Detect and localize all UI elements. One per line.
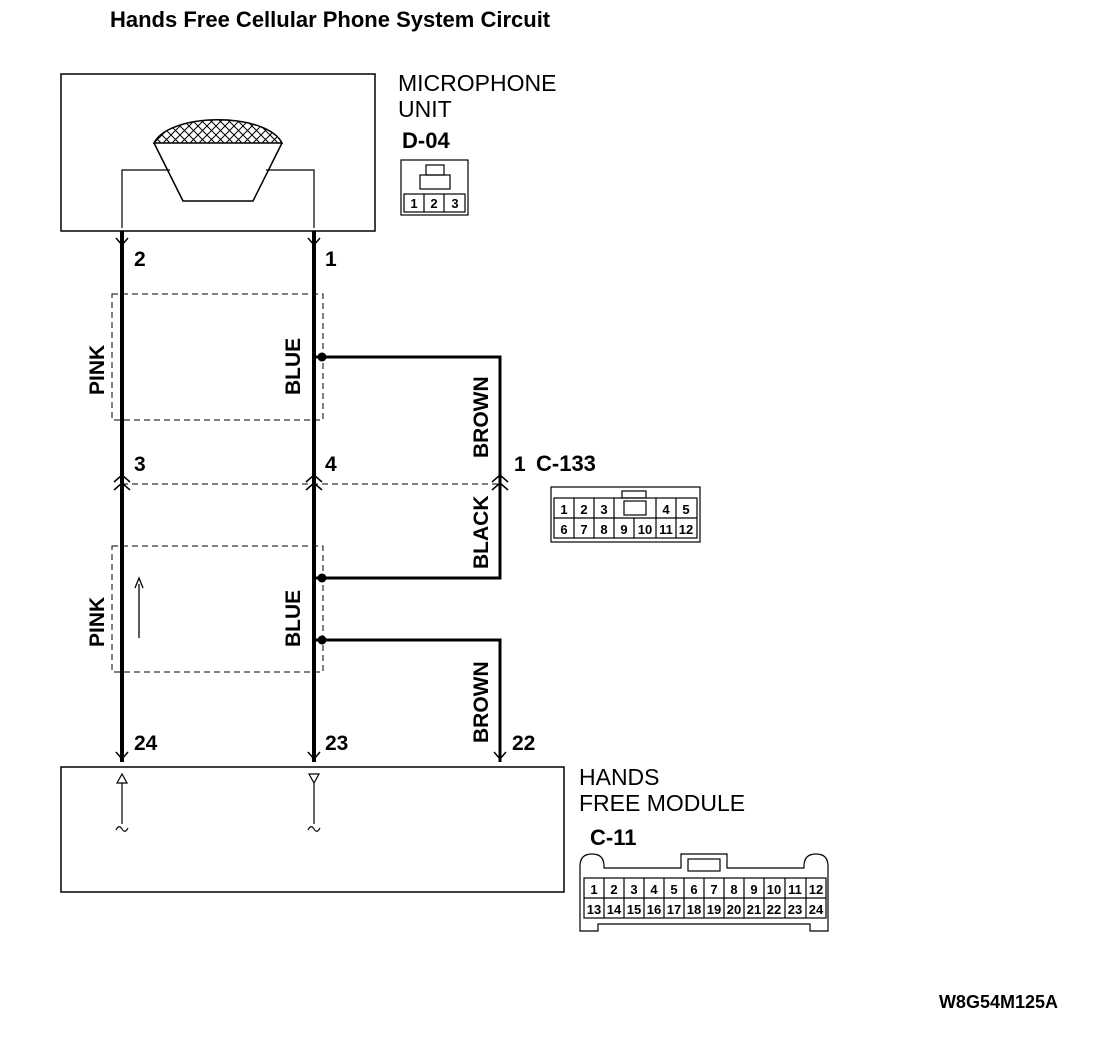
- c11-pin: 8: [730, 882, 737, 897]
- connector-c133-markers: [113, 474, 509, 491]
- c133-pin: 4: [662, 502, 670, 517]
- connector-c133-icon: 1 2 3 4 5 6 7 8 9 10 11 12: [550, 486, 701, 543]
- connector-c11-label: C-11: [590, 825, 636, 850]
- diagram-title: Hands Free Cellular Phone System Circuit: [110, 7, 551, 32]
- c11-pin: 16: [647, 902, 661, 917]
- junction-pin-4-label: 4: [325, 453, 337, 476]
- c133-pin: 2: [580, 502, 587, 517]
- c133-pin: 3: [600, 502, 607, 517]
- shield-box-lower: [111, 545, 324, 673]
- hands-free-module-box: [60, 766, 565, 893]
- c133-pin: 9: [620, 522, 627, 537]
- c133-pin: 5: [682, 502, 689, 517]
- module-input-symbol: [115, 772, 129, 832]
- c11-pin: 9: [750, 882, 757, 897]
- connector-d04-label: D-04: [402, 128, 450, 153]
- wire-color-pink-lower: PINK: [86, 597, 109, 647]
- c11-pin: 4: [650, 882, 658, 897]
- microphone-unit-label-2: UNIT: [398, 96, 452, 122]
- wire-color-brown-lower: BROWN: [470, 661, 493, 743]
- c11-pin: 10: [767, 882, 781, 897]
- mic-pin-2-label: 2: [134, 248, 146, 271]
- wire-color-blue-upper: BLUE: [282, 338, 305, 395]
- c11-pin: 5: [670, 882, 677, 897]
- module-pin-22-label: 22: [512, 732, 535, 755]
- connector-d04-icon: 1 2 3: [400, 159, 469, 216]
- c11-pin: 6: [690, 882, 697, 897]
- wire-color-blue-lower: BLUE: [282, 590, 305, 647]
- splice-points: [317, 352, 327, 645]
- d04-pin-1: 1: [410, 196, 417, 211]
- hands-free-module-label-2: FREE MODULE: [579, 790, 745, 816]
- microphone-unit-label: MICROPHONE: [398, 70, 556, 96]
- c11-pin: 3: [630, 882, 637, 897]
- c11-pin: 22: [767, 902, 781, 917]
- pin-marker: [493, 751, 507, 761]
- pin-marker: [307, 751, 321, 761]
- module-pin-24-label: 24: [134, 732, 158, 755]
- wire-color-black: BLACK: [470, 496, 493, 570]
- c133-pin: 10: [638, 522, 652, 537]
- c133-pin: 6: [560, 522, 567, 537]
- c11-pin: 23: [788, 902, 802, 917]
- connector-c133-label: C-133: [536, 451, 596, 476]
- c11-pins: 1 2 3 4 5 6 7 8 9 10 11 12 13 14 15 16 1…: [587, 882, 824, 917]
- c11-pin: 11: [788, 882, 802, 897]
- wire-color-brown-upper: BROWN: [470, 376, 493, 458]
- shield-box-upper: [111, 293, 324, 421]
- junction-pin-1-label: 1: [514, 453, 526, 476]
- c133-pin: 12: [679, 522, 693, 537]
- c11-pin: 1: [590, 882, 597, 897]
- c11-pin: 7: [710, 882, 717, 897]
- junction-pin-3-label: 3: [134, 453, 146, 476]
- signal-direction-arrow-icon: [134, 576, 144, 638]
- c11-pin: 15: [627, 902, 641, 917]
- c11-pin: 21: [747, 902, 761, 917]
- d04-pin-3: 3: [451, 196, 458, 211]
- module-pin-23-label: 23: [325, 732, 348, 755]
- c133-pin: 11: [659, 522, 673, 537]
- c11-pin: 17: [667, 902, 681, 917]
- wire-color-pink-upper: PINK: [86, 345, 109, 395]
- module-output-symbol: [307, 773, 321, 832]
- c11-pin: 13: [587, 902, 601, 917]
- c133-pin: 8: [600, 522, 607, 537]
- microphone-icon: [121, 119, 315, 228]
- hands-free-module-label: HANDS: [579, 764, 660, 790]
- d04-pin-2: 2: [430, 196, 437, 211]
- c11-pin: 24: [809, 902, 824, 917]
- diagram-code: W8G54M125A: [939, 992, 1058, 1012]
- c11-pin: 19: [707, 902, 721, 917]
- c133-pin: 1: [560, 502, 567, 517]
- wires: [120, 231, 502, 762]
- c11-pin: 14: [607, 902, 622, 917]
- connector-c11-icon: [579, 853, 829, 932]
- pin-marker: [115, 751, 129, 761]
- c11-pin: 18: [687, 902, 701, 917]
- c11-pin: 2: [610, 882, 617, 897]
- microphone-unit-box: [60, 73, 376, 232]
- c133-pin: 7: [580, 522, 587, 537]
- mic-pin-1-label: 1: [325, 248, 337, 271]
- c11-pin: 12: [809, 882, 823, 897]
- c11-pin: 20: [727, 902, 741, 917]
